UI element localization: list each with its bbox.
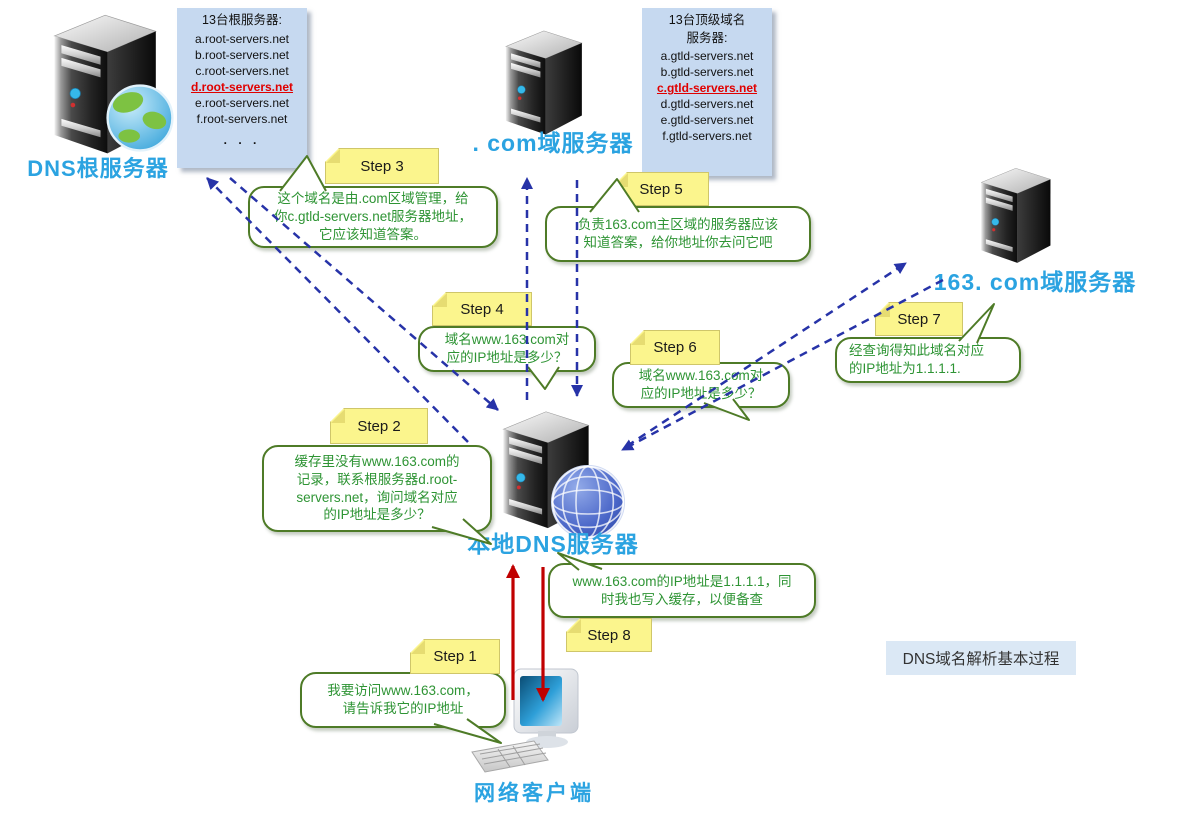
step5-note: Step 5	[613, 172, 709, 206]
step3-bubble: 这个域名是由.com区域管理，给 你c.gtld-servers.net服务器地…	[248, 186, 498, 248]
gtld-infobox-title-line1: 13台顶级域名	[668, 13, 746, 27]
step1-label: Step 1	[433, 648, 477, 665]
163com-server-icon	[966, 162, 1064, 266]
step8-label: Step 8	[587, 626, 631, 644]
root-server-globe-icon	[104, 82, 176, 154]
step5-bubble: 负责163.com主区域的服务器应该 知道答案，给你地址你去问它吧	[545, 206, 811, 262]
root-servers-infobox: 13台根服务器: a.root-servers.net b.root-serve…	[177, 8, 307, 168]
note-fold	[433, 293, 447, 307]
step7-label: Step 7	[897, 310, 941, 328]
step1-note: Step 1	[410, 639, 500, 674]
root-server-item: f.root-servers.net	[196, 111, 288, 126]
gtld-infobox-title-line2: 服务器:	[686, 30, 728, 45]
step8-bubble: www.163.com的IP地址是1.1.1.1，同 时我也写入缓存，以便备查	[548, 563, 816, 618]
note-fold	[631, 331, 645, 345]
step3-note: Step 3	[325, 148, 439, 184]
note-fold	[567, 619, 581, 633]
step4-label: Step 4	[460, 300, 504, 318]
step7-note: Step 7	[875, 302, 963, 336]
note-fold	[331, 409, 345, 423]
step6-label: Step 6	[653, 339, 697, 356]
com-server-label: . com域服务器	[472, 130, 634, 156]
root-infobox-ellipsis: . . .	[223, 132, 261, 147]
step8-note: Step 8	[566, 618, 652, 652]
step7-bubble: 经查询得知此域名对应 的IP地址为1.1.1.1.	[835, 337, 1021, 383]
step5-label: Step 5	[639, 180, 683, 198]
step4-note: Step 4	[432, 292, 532, 326]
note-fold	[411, 640, 425, 654]
diagram-title-box: DNS域名解析基本过程	[886, 641, 1076, 675]
gtld-server-item: b.gtld-servers.net	[660, 65, 754, 80]
com-server-icon	[490, 24, 596, 138]
gtld-server-item: f.gtld-servers.net	[662, 129, 752, 144]
163com-server-label: 163. com域服务器	[933, 269, 1137, 295]
note-fold	[614, 173, 628, 187]
step2-note: Step 2	[330, 408, 428, 444]
root-server-item: e.root-servers.net	[194, 95, 290, 110]
gtld-server-item: e.gtld-servers.net	[660, 113, 754, 128]
root-infobox-title: 13台根服务器:	[202, 13, 282, 27]
note-fold	[326, 149, 340, 163]
gtld-servers-infobox: 13台顶级域名 服务器: a.gtld-servers.net b.gtld-s…	[642, 8, 772, 176]
gtld-server-item: d.gtld-servers.net	[660, 97, 754, 112]
step2-label: Step 2	[357, 417, 401, 435]
root-server-item: a.root-servers.net	[194, 31, 290, 46]
root-server-item: b.root-servers.net	[194, 47, 290, 62]
local-dns-label: 本地DNS服务器	[467, 531, 639, 557]
step4-bubble: 域名www.163.com对 应的IP地址是多少？	[418, 326, 596, 372]
note-fold	[876, 303, 890, 317]
step2-bubble: 缓存里没有www.163.com的 记录，联系根服务器d.root- serve…	[262, 445, 492, 532]
gtld-server-item: a.gtld-servers.net	[660, 49, 754, 64]
client-label: 网络客户端	[474, 782, 594, 805]
step1-bubble: 我要访问www.163.com， 请告诉我它的IP地址	[300, 672, 506, 728]
step3-label: Step 3	[360, 157, 404, 175]
root-server-label: DNS根服务器	[27, 156, 169, 181]
step6-note: Step 6	[630, 330, 720, 365]
gtld-server-item-highlighted: c.gtld-servers.net	[656, 81, 758, 96]
root-server-item-highlighted: d.root-servers.net	[190, 79, 294, 94]
local-dns-globe-icon	[548, 462, 628, 542]
step6-bubble: 域名www.163.com对 应的IP地址是多少？	[612, 362, 790, 408]
root-server-item: c.root-servers.net	[195, 63, 289, 78]
